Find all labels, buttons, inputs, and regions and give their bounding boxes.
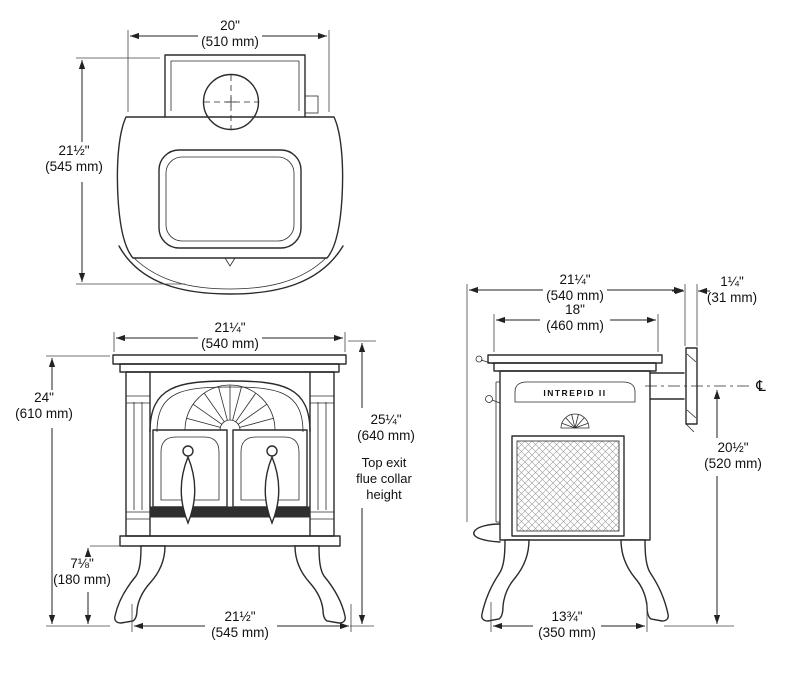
side-front-leg	[481, 539, 530, 622]
front-plinth	[119, 535, 341, 547]
side-ash-lip	[473, 523, 501, 543]
side-collar-height-mm: (520 mm)	[704, 456, 762, 471]
side-heat-shield	[685, 347, 698, 433]
top-front-notch	[224, 257, 236, 267]
front-top-width-dimension: 21¼" (540 mm)	[113, 320, 346, 352]
front-flue-height-mm: (640 mm)	[357, 428, 415, 443]
front-lower-band	[149, 506, 311, 518]
top-width-inches: 20"	[220, 18, 240, 33]
flue-note-line1: Top exit	[362, 455, 407, 470]
top-depth-inches: 21½"	[58, 143, 89, 158]
front-left-leg	[114, 545, 166, 624]
front-left-handle	[180, 445, 196, 525]
top-griddle	[158, 149, 302, 249]
side-leg-span-dimension: 13¾" (350 mm)	[490, 602, 648, 640]
front-right-handle	[264, 445, 280, 525]
side-shell-ornament	[560, 413, 590, 429]
front-base-width-dimension: 21½" (545 mm)	[131, 604, 352, 640]
front-base-width-mm: (545 mm)	[211, 625, 269, 640]
front-height-inches: 24"	[34, 390, 54, 405]
front-flue-height-inches: 25¼"	[370, 412, 401, 427]
side-leg-span-inches: 13¾"	[551, 609, 582, 624]
front-height-dimension: 24" (610 mm)	[15, 355, 110, 627]
side-leg-span-mm: (350 mm)	[538, 625, 596, 640]
side-overall-depth-dimension: 21¼" (540 mm)	[466, 272, 686, 522]
front-view: 21¼" (540 mm) 24" (610 mm) 25¼" (640 mm)…	[15, 320, 415, 640]
top-view-drawing	[116, 54, 344, 295]
side-body-depth-inches: 18"	[565, 302, 585, 317]
side-rear-flue-collar	[649, 372, 685, 400]
side-body	[499, 370, 651, 541]
front-flue-height-dimension: 25¼" (640 mm) Top exit flue collar heigh…	[348, 340, 415, 627]
side-collar-height-inches: 20½"	[717, 440, 748, 455]
front-height-mm: (610 mm)	[15, 406, 73, 421]
top-front-skirt	[118, 245, 344, 295]
side-name-cartouche: INTREPID II	[514, 381, 636, 403]
top-body	[116, 116, 344, 295]
front-top-plate	[112, 354, 347, 365]
side-top-molding	[493, 362, 657, 372]
side-view-drawing: INTREPID II	[473, 347, 768, 622]
top-width-mm: (510 mm)	[201, 34, 259, 49]
side-shield-offset-dimension: 1¼" (31 mm)	[672, 274, 757, 346]
side-shield-offset-inches: 1¼"	[720, 274, 744, 289]
side-body-depth-mm: (460 mm)	[546, 318, 604, 333]
side-rear-leg	[620, 539, 669, 622]
front-leg-height-dimension: 7⅛" (180 mm)	[53, 545, 122, 624]
front-right-pilaster	[309, 371, 334, 537]
top-width-dimension: 20" (510 mm)	[127, 18, 330, 112]
front-leg-height-inches: 7⅛"	[70, 556, 94, 571]
side-shield-offset-mm: (31 mm)	[707, 290, 757, 305]
side-overall-depth-inches: 21¼"	[559, 272, 590, 287]
top-depth-dimension: 21½" (545 mm)	[45, 57, 185, 285]
side-griddle-handle	[475, 355, 483, 363]
front-top-width-mm: (540 mm)	[201, 336, 259, 351]
side-front-details	[475, 355, 501, 523]
front-left-pilaster	[126, 371, 151, 537]
front-right-leg	[294, 545, 346, 624]
front-base-width-inches: 21½"	[224, 609, 255, 624]
side-body-depth-dimension: 18" (460 mm)	[493, 302, 659, 352]
flue-note-line3: height	[366, 487, 402, 502]
flue-collar-circle	[202, 73, 260, 131]
top-flue-collar	[202, 73, 260, 131]
top-rear-shield	[164, 54, 319, 118]
side-collar-height-dimension: 20½" (520 mm)	[664, 390, 762, 627]
centerline-symbol: ℄	[754, 377, 767, 395]
side-mesh-panel	[511, 435, 625, 537]
front-view-drawing	[112, 354, 347, 624]
top-depth-mm: (545 mm)	[45, 159, 103, 174]
side-overall-depth-mm: (540 mm)	[546, 288, 604, 303]
flue-note-line2: flue collar	[356, 471, 412, 486]
model-name-label: INTREPID II	[543, 388, 606, 398]
front-leg-height-mm: (180 mm)	[53, 572, 111, 587]
side-top-plate	[487, 354, 663, 364]
side-centerline: ℄	[645, 377, 768, 395]
top-shield-tab	[304, 95, 319, 114]
front-sunburst-fan	[184, 384, 276, 431]
top-view: 20" (510 mm) 21½" (545 mm)	[45, 18, 344, 295]
front-top-width-inches: 21¼"	[214, 320, 245, 335]
side-view: INTREPID II	[466, 272, 768, 640]
side-door-handle	[485, 395, 493, 403]
front-top-molding	[119, 363, 340, 373]
